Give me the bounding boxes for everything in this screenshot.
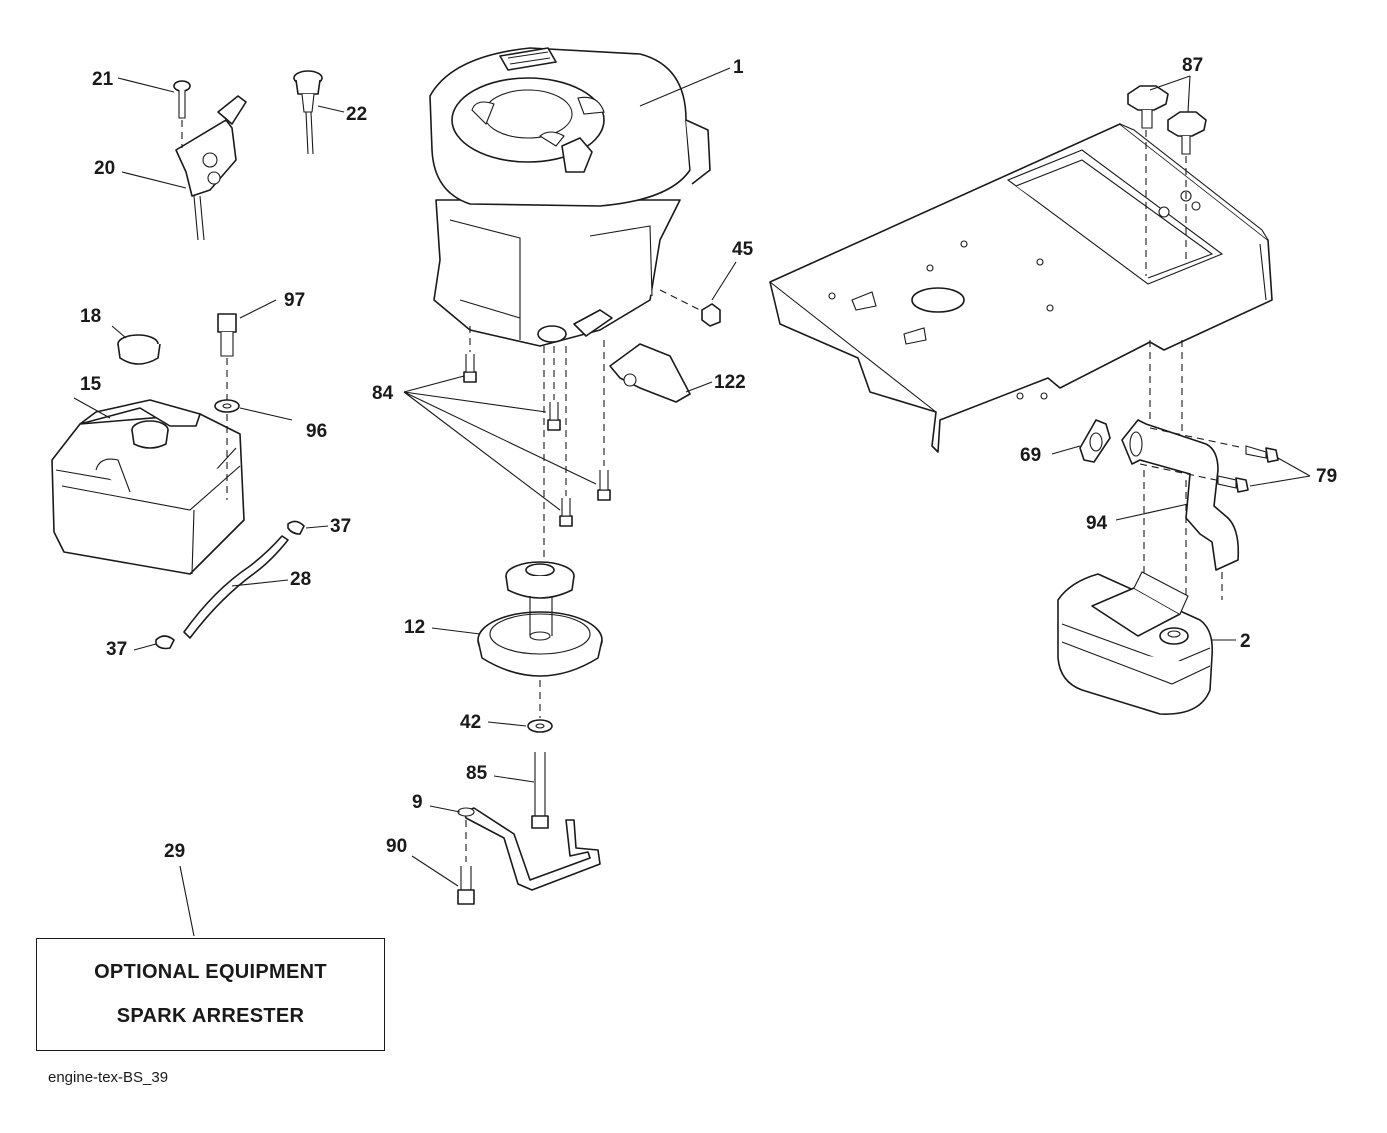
drawing-file-id: engine-tex-BS_39 (48, 1069, 169, 1086)
muffler-2 (1057, 571, 1236, 715)
engine-bolts-84 (403, 326, 611, 560)
callout-28: 28 (290, 569, 311, 590)
screw-21 (117, 77, 191, 148)
fuel-line-28 (183, 535, 289, 639)
hose-clamp-37-upper (287, 520, 329, 535)
bolt-85 (493, 752, 549, 829)
exhaust-pipe-94 (1115, 340, 1240, 600)
callout-18: 18 (80, 306, 101, 327)
callout-22: 22 (346, 104, 367, 125)
callout-69: 69 (1020, 445, 1041, 466)
callout-1: 1 (733, 57, 744, 78)
callout-90: 90 (386, 836, 407, 857)
callout-42: 42 (460, 712, 481, 733)
gasket-69 (1051, 419, 1111, 463)
nut-45 (659, 261, 737, 327)
engine-mounting-plate (769, 123, 1273, 453)
callout-2: 2 (1240, 631, 1251, 652)
throttle-control (121, 95, 247, 241)
callout-85: 85 (466, 763, 488, 784)
knobs-87 (1127, 75, 1207, 276)
screws-79 (1139, 427, 1311, 493)
leader-29 (179, 865, 195, 937)
choke-knob-22 (293, 70, 345, 155)
hose-clamp-37-lower (133, 635, 175, 651)
bolt-97 (217, 299, 277, 400)
optional-equipment-box: OPTIONAL EQUIPMENT SPARK ARRESTER (36, 938, 385, 1051)
engine-1 (429, 47, 731, 347)
callout-labels: 1 2 9 12 15 18 20 21 22 28 29 37 37 42 4… (80, 55, 1337, 862)
callout-96: 96 (306, 421, 327, 442)
callout-37-lower: 37 (106, 639, 127, 660)
deflector-122 (609, 343, 713, 403)
bracket-9 (429, 805, 601, 891)
callout-84: 84 (372, 383, 394, 404)
washer-42 (487, 719, 553, 733)
callout-37-upper: 37 (330, 516, 351, 537)
spark-arrester-label: SPARK ARRESTER (116, 1004, 305, 1027)
callout-15: 15 (80, 374, 102, 395)
pulley-12 (431, 561, 603, 718)
callout-12: 12 (404, 617, 425, 638)
callout-21: 21 (92, 69, 114, 90)
callout-29: 29 (164, 841, 185, 862)
optional-equipment-heading: OPTIONAL EQUIPMENT (94, 961, 327, 984)
callout-9: 9 (412, 792, 423, 813)
fuel-cap-18 (111, 325, 161, 365)
callout-122: 122 (714, 372, 746, 393)
washer-96 (214, 399, 293, 500)
callout-20: 20 (94, 158, 115, 179)
bolt-90 (411, 855, 475, 905)
callout-97: 97 (284, 290, 305, 311)
fuel-tank-15 (51, 397, 245, 575)
callout-79: 79 (1316, 466, 1337, 487)
callout-87: 87 (1182, 55, 1203, 76)
callout-94: 94 (1086, 513, 1108, 534)
callout-45: 45 (732, 239, 754, 260)
